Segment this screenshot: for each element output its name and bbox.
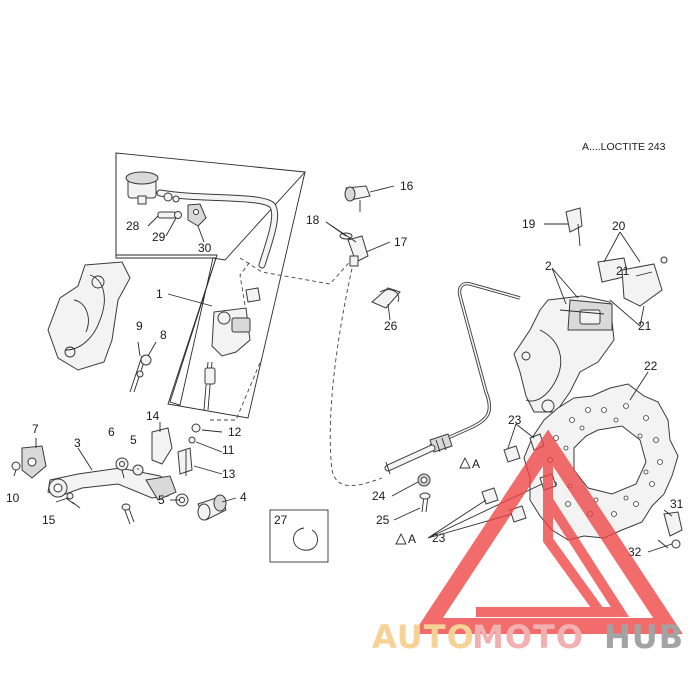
brake-pads — [597, 256, 668, 307]
loctite-note: A....LOCTITE 243 — [582, 141, 666, 153]
rear-brake-caliper — [513, 295, 615, 413]
callout-18: 18 — [306, 213, 320, 227]
brake-hose — [329, 254, 383, 486]
brake-pedal — [11, 445, 177, 509]
master-cylinder-box — [115, 152, 306, 406]
callout-3: 3 — [74, 436, 81, 450]
callout-4: 4 — [240, 490, 247, 504]
callout-17: 17 — [394, 235, 408, 249]
callout-6: 6 — [108, 425, 115, 439]
callout-10: 10 — [6, 491, 20, 505]
callout-30: 30 — [198, 241, 212, 255]
callout-12: 12 — [228, 425, 242, 439]
callout-14: 14 — [146, 409, 160, 423]
callout-9: 9 — [136, 319, 143, 333]
dashed-link-1 — [239, 255, 356, 285]
brake-fluid-reservoir — [125, 171, 159, 205]
pad-pin — [565, 207, 583, 247]
brake-switch-parts — [151, 423, 201, 476]
leader-lines — [13, 185, 673, 553]
watermark-triangle-icon — [413, 429, 683, 634]
callout-5b: 5 — [158, 493, 165, 507]
master-cylinder-box-outline — [115, 153, 306, 419]
watermark-hub: HUB — [604, 618, 684, 656]
rear-brake-disc — [523, 383, 679, 541]
watermark-logo: AUTO MOTO HUB — [372, 429, 684, 656]
callout-23b: 23 — [432, 531, 446, 545]
hose-fitting — [347, 235, 369, 267]
callout-26: 26 — [384, 319, 398, 333]
callout-32: 32 — [628, 545, 642, 559]
pedal-bolt — [121, 503, 135, 525]
callout-20: 20 — [612, 219, 626, 233]
callout-23a: 23 — [508, 413, 522, 427]
rear-master-cylinder — [203, 287, 261, 411]
callout-11: 11 — [222, 443, 235, 457]
reservoir-hose — [156, 189, 279, 269]
callout-7: 7 — [32, 422, 39, 436]
abs-sensor — [657, 511, 683, 549]
banjo-bolt-lower — [417, 473, 431, 513]
svg-text:A: A — [408, 532, 416, 546]
svg-text:A: A — [472, 457, 480, 471]
callout-2: 2 — [545, 259, 552, 273]
pivot-bolt — [197, 494, 227, 521]
watermark-moto: MOTO — [472, 618, 584, 656]
callout-25: 25 — [376, 513, 390, 527]
watermark-auto: AUTO — [372, 618, 475, 656]
hose-clamp-parts — [157, 192, 207, 227]
callout-16: 16 — [400, 179, 414, 193]
washers — [115, 457, 189, 507]
callout-5a: 5 — [130, 433, 137, 447]
callout-numbers: 1 2 3 4 5 5 6 7 8 9 10 11 12 13 14 15 16… — [6, 179, 684, 559]
callout-8: 8 — [160, 328, 167, 342]
callout-19: 19 — [522, 217, 536, 231]
dashed-link-2 — [239, 261, 251, 306]
clamp-27-box — [269, 509, 329, 563]
loctite-marker-2: A — [395, 532, 416, 546]
callout-15: 15 — [42, 513, 56, 527]
callout-13: 13 — [222, 467, 236, 481]
dashed-link-3 — [210, 357, 263, 421]
callout-21b: 21 — [638, 319, 652, 333]
callout-21a: 21 — [616, 264, 630, 278]
callout-22: 22 — [644, 359, 658, 373]
loctite-marker-1: A — [459, 456, 480, 471]
callout-29: 29 — [152, 230, 166, 244]
caliper-ghost-left — [47, 261, 131, 371]
hose-clip — [371, 287, 401, 309]
callout-28: 28 — [126, 219, 140, 233]
callout-24: 24 — [372, 489, 386, 503]
callout-31: 31 — [670, 497, 684, 511]
pushrod — [129, 354, 152, 393]
callout-27: 27 — [274, 513, 288, 527]
banjo-bolt-upper — [344, 185, 371, 212]
rigid-brake-pipe — [429, 281, 521, 448]
callout-1: 1 — [156, 287, 163, 301]
